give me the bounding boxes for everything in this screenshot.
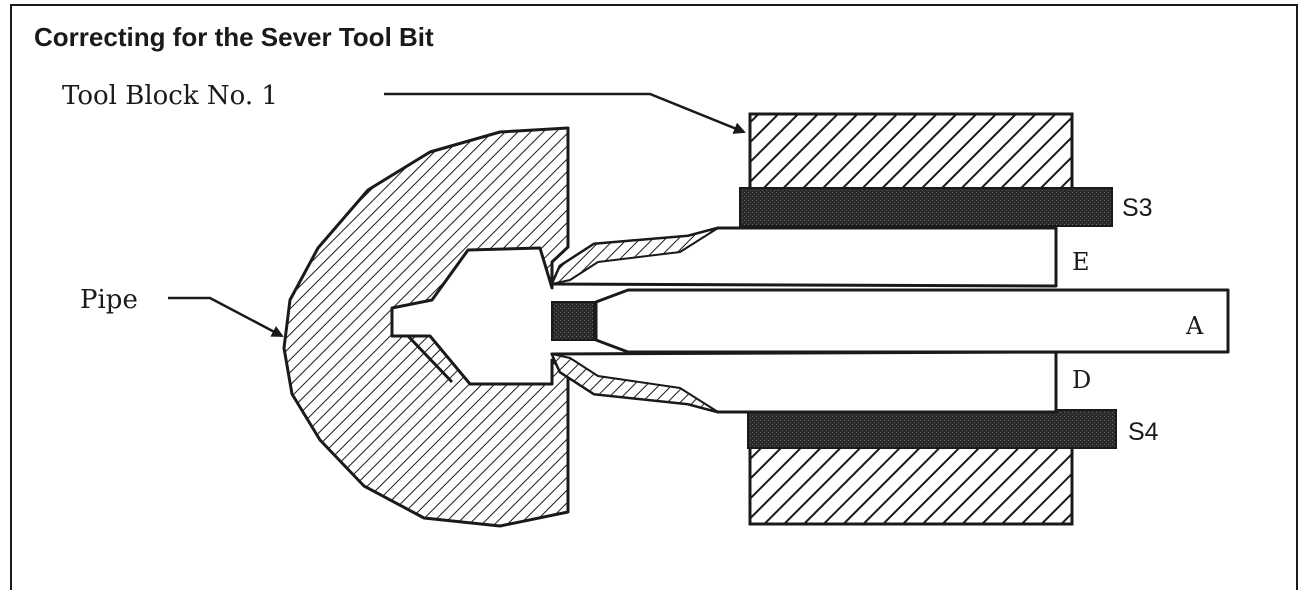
pipe-section xyxy=(282,126,570,528)
shim-s4 xyxy=(747,409,1117,449)
sever-tool-bit xyxy=(594,288,1230,354)
upper-tool-tip xyxy=(550,227,719,286)
sever-tool-tip xyxy=(551,301,595,341)
diagram-frame xyxy=(10,4,1298,590)
lower-tool-tip xyxy=(550,352,719,413)
cutter-e-label: E xyxy=(1072,248,1090,276)
tool-block-lower xyxy=(748,444,1074,526)
shim-s3-label: S3 xyxy=(1122,194,1153,222)
shim-s3 xyxy=(739,187,1113,227)
sever-bit-a-label: A xyxy=(1185,312,1204,340)
pipe-leader xyxy=(168,296,284,338)
pipe-label: Pipe xyxy=(80,285,138,315)
pipe-bore-edge xyxy=(406,334,454,384)
cutter-d-label: D xyxy=(1072,366,1091,394)
tool-block-label: Tool Block No. 1 xyxy=(62,81,278,111)
tool-block-leader xyxy=(384,92,746,134)
shim-s4-label: S4 xyxy=(1128,418,1159,446)
diagram-title: Correcting for the Sever Tool Bit xyxy=(34,22,434,52)
tool-block-upper xyxy=(748,112,1074,192)
